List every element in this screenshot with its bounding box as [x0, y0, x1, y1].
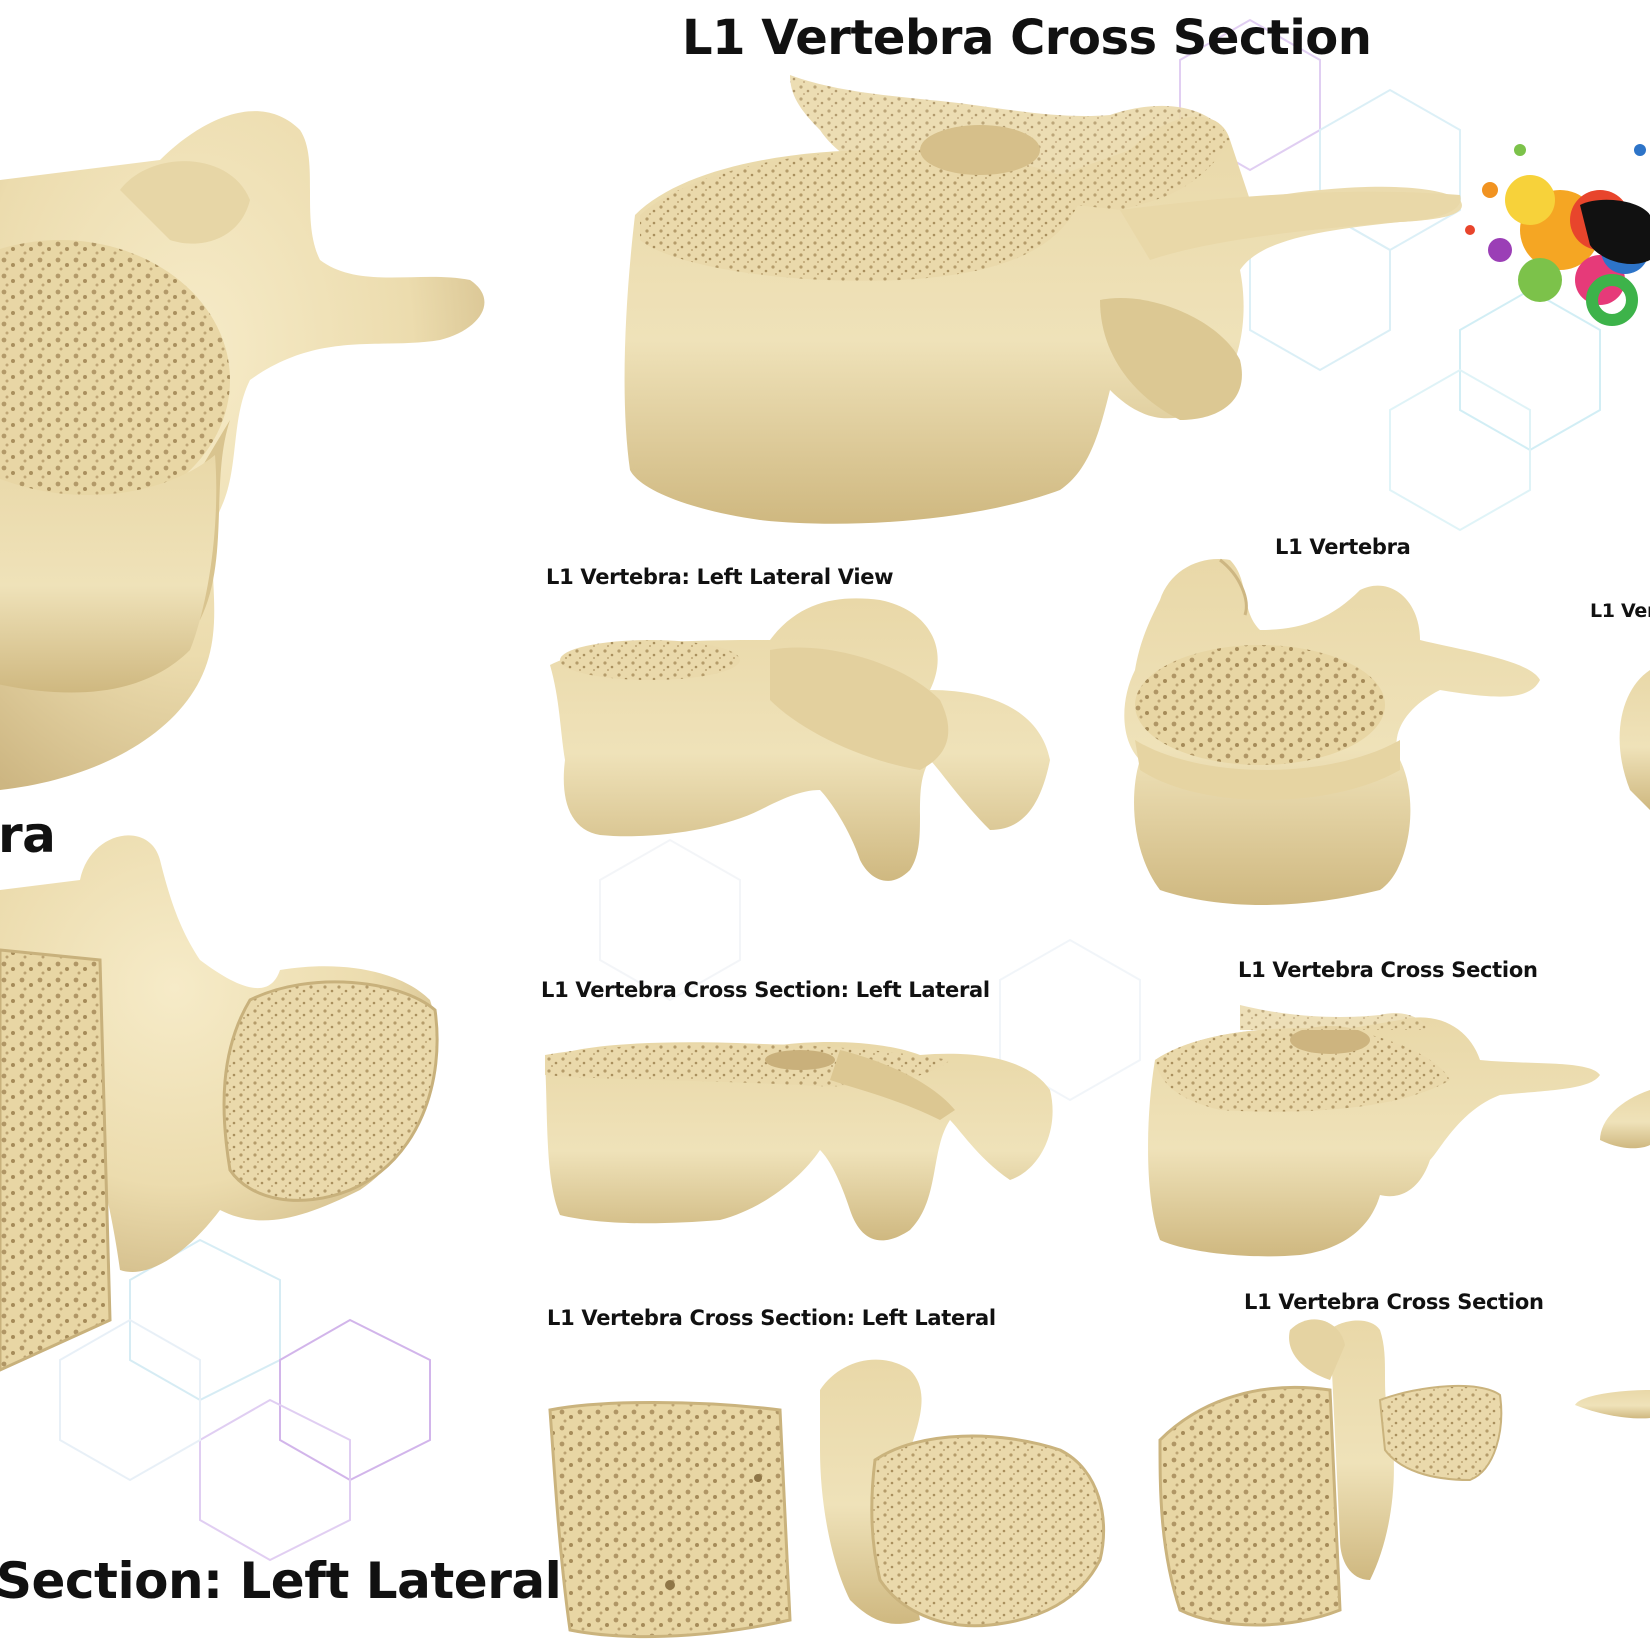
label-cross-section-left-lateral-1: L1 Vertebra Cross Section: Left Lateral	[541, 978, 990, 1002]
label-cross-section-left-lateral-2: L1 Vertebra Cross Section: Left Lateral	[547, 1306, 996, 1330]
cross-section-superior-view	[624, 75, 1462, 524]
label-l1-vertebra: L1 Vertebra	[1275, 535, 1411, 559]
label-right-edge-partial: L1 Ver	[1590, 600, 1650, 622]
vertebra-left-lateral-view	[550, 598, 1050, 881]
partial-label-bottom-left: Section: Left Lateral	[0, 1552, 562, 1610]
cross-section-left-lateral-view	[545, 1042, 1053, 1241]
midsagittal-section-oblique	[1158, 1319, 1503, 1627]
label-cross-section-1: L1 Vertebra Cross Section	[1238, 958, 1538, 982]
page-title: L1 Vertebra Cross Section	[682, 10, 1372, 66]
cross-section-oblique-view	[1148, 1005, 1600, 1257]
partial-label-top-left: ra	[0, 806, 56, 864]
label-left-lateral-view: L1 Vertebra: Left Lateral View	[546, 565, 894, 589]
partial-vertebra-right-edge	[1575, 670, 1650, 1419]
midsagittal-section-left-lateral	[548, 1359, 1106, 1639]
vertebra-superior-oblique-view	[1124, 558, 1540, 905]
label-cross-section-2: L1 Vertebra Cross Section	[1244, 1290, 1544, 1314]
paint-splash-logo	[1465, 144, 1650, 326]
large-vertebra-superior-view	[0, 111, 485, 791]
large-vertebra-cross-section-left-lateral	[0, 835, 439, 1372]
